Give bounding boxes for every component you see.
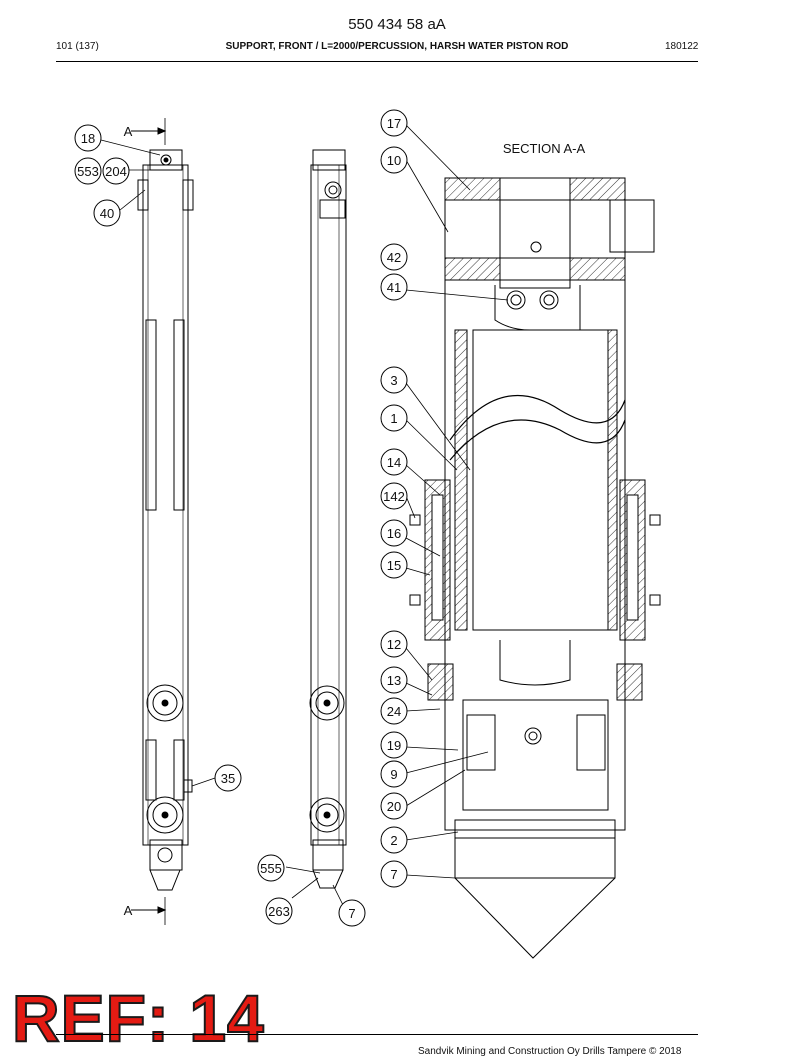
callout-12: 12 [387, 637, 401, 652]
header-divider [56, 61, 698, 62]
callout-16: 16 [387, 526, 401, 541]
callout-9: 9 [390, 767, 397, 782]
callout-2: 2 [390, 833, 397, 848]
leader-lines [100, 124, 509, 906]
callout-20: 20 [387, 799, 401, 814]
document-code: 550 434 58 aA [348, 16, 446, 33]
footer-divider [56, 1034, 698, 1035]
footer-copyright: Sandvik Mining and Construction Oy Drill… [418, 1046, 682, 1057]
date-code: 180122 [665, 41, 699, 52]
page-title: SUPPORT, FRONT / L=2000/PERCUSSION, HARS… [225, 41, 569, 52]
callout-14: 14 [387, 455, 401, 470]
callout-7-side: 7 [348, 906, 355, 921]
section-marker-bottom: A [124, 903, 133, 918]
front-view [137, 149, 194, 891]
callout-42: 42 [387, 250, 401, 265]
side-view [309, 149, 347, 889]
ref-stamp: REF: 14 [11, 981, 265, 1055]
callout-555: 555 [260, 861, 282, 876]
callout-18: 18 [81, 131, 95, 146]
callout-35: 35 [221, 771, 235, 786]
callout-24: 24 [387, 704, 401, 719]
callout-3: 3 [390, 373, 397, 388]
callout-142: 142 [383, 489, 405, 504]
callout-1: 1 [390, 411, 397, 426]
section-marker-top: A [124, 124, 133, 139]
callout-10: 10 [387, 153, 401, 168]
callout-13: 13 [387, 673, 401, 688]
callout-15: 15 [387, 558, 401, 573]
page-number: 101 (137) [56, 41, 99, 52]
callout-553: 553 [77, 164, 99, 179]
section-title: SECTION A-A [503, 141, 586, 156]
callout-7-section: 7 [390, 867, 397, 882]
callout-41: 41 [387, 280, 401, 295]
callout-19: 19 [387, 738, 401, 753]
section-view [409, 177, 661, 959]
callout-204: 204 [105, 164, 127, 179]
callout-40: 40 [100, 206, 114, 221]
callout-circles [74, 109, 408, 927]
callout-263: 263 [268, 904, 290, 919]
callout-17: 17 [387, 116, 401, 131]
